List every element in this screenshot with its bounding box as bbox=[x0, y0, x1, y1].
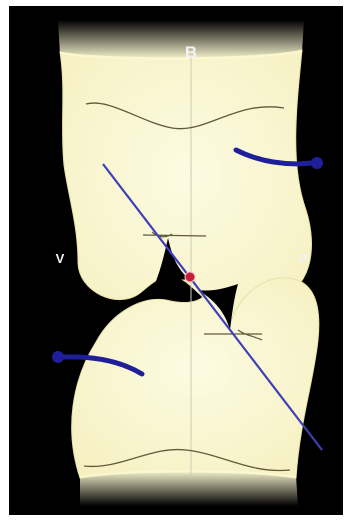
rotation-center-point bbox=[185, 272, 195, 282]
upper-bone-fade bbox=[58, 20, 304, 60]
lower-bone-fade bbox=[80, 470, 298, 506]
label-left: V bbox=[56, 251, 65, 266]
left-arrow-head bbox=[52, 351, 64, 363]
label-right: P bbox=[299, 251, 308, 266]
label-top: B bbox=[185, 43, 197, 62]
right-arrow-head bbox=[311, 157, 323, 169]
